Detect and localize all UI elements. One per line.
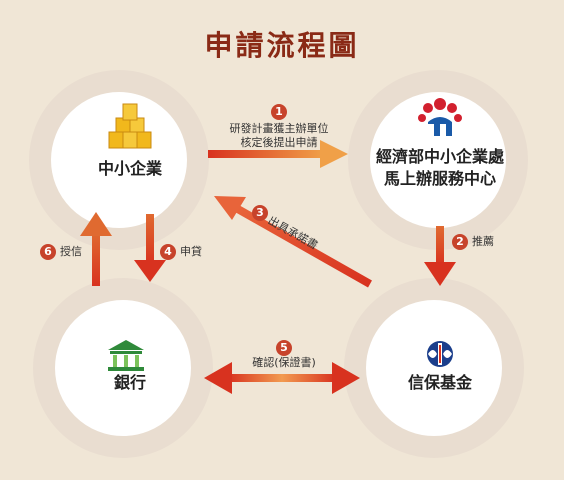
node-label-bank: 銀行 <box>113 373 146 392</box>
arrow-step-2 <box>424 226 456 286</box>
step-2-badge: 2 <box>452 234 468 250</box>
step-3-badge: 3 <box>252 205 268 221</box>
node-label-econ-line2: 馬上辦服務中心 <box>383 169 496 188</box>
step-6-text: 授信 <box>60 245 82 258</box>
step-5-badge: 5 <box>276 340 292 356</box>
node-label-guarantee: 信保基金 <box>407 373 472 392</box>
bank-building-icon <box>108 340 144 371</box>
arrow-step-6 <box>80 212 112 286</box>
node-ring-guarantee <box>344 278 524 458</box>
step-5-text: 確認(保證書) <box>252 356 316 369</box>
step-1-text-line1: 研發計畫獲主辦單位 <box>229 122 329 135</box>
step-6-badge: 6 <box>40 244 56 260</box>
step-1-badge: 1 <box>271 104 287 120</box>
guarantee-fund-logo-icon <box>427 341 453 367</box>
node-label-sme: 中小企業 <box>97 159 162 178</box>
step-2-text: 推薦 <box>472 235 494 248</box>
node-ring-sme <box>29 70 209 250</box>
step-1-text-line2: 核定後提出申請 <box>240 136 318 149</box>
ministry-logo-icon <box>418 98 462 136</box>
arrow-step-5 <box>204 362 360 394</box>
node-label-econ-line1: 經濟部中小企業處 <box>375 147 504 166</box>
page-title: 申請流程圖 <box>204 29 360 62</box>
sme-building-icon <box>108 103 152 149</box>
arrow-step-4 <box>134 214 166 282</box>
step-4-badge: 4 <box>160 244 176 260</box>
step-4-text: 申貸 <box>180 245 202 258</box>
arrow-step-1 <box>208 140 348 168</box>
